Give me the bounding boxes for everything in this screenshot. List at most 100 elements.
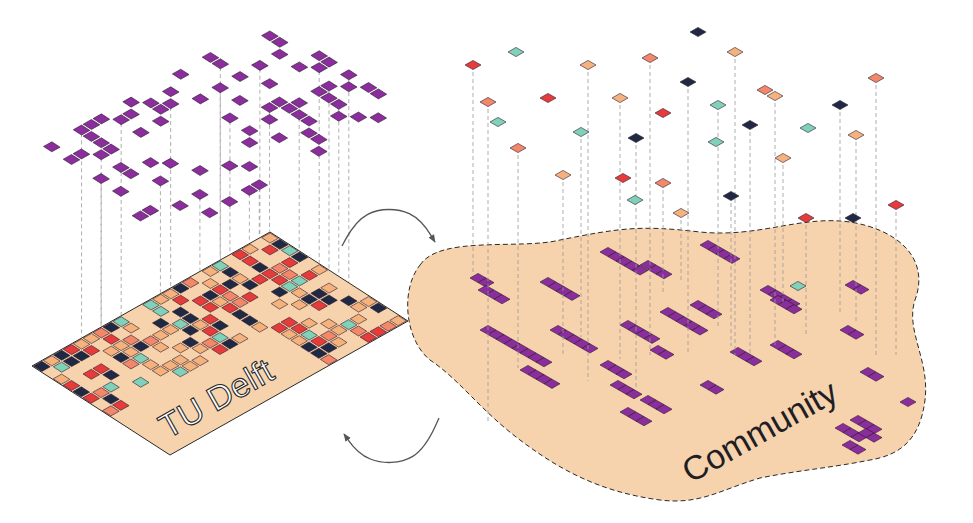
tile <box>655 178 671 187</box>
tile <box>786 305 802 314</box>
community-region: Community <box>403 212 933 504</box>
tile <box>172 295 189 305</box>
dashed-leader <box>750 132 751 355</box>
dashed-leader <box>170 107 171 287</box>
tile <box>642 53 658 62</box>
tile <box>757 85 773 94</box>
tile <box>73 149 90 159</box>
tile <box>494 295 510 304</box>
tile <box>724 254 740 263</box>
dashed-leader <box>735 59 736 355</box>
tile <box>708 137 724 146</box>
tile <box>555 170 571 179</box>
dashed-leader <box>160 184 161 292</box>
tile <box>252 60 269 70</box>
tile <box>480 97 496 106</box>
tile <box>261 114 278 124</box>
tile <box>162 99 179 109</box>
tile <box>692 326 708 335</box>
tu-delft-plane-outline <box>30 226 412 458</box>
tile <box>321 57 338 67</box>
tile <box>271 37 288 47</box>
tile <box>573 127 589 136</box>
dashed-leader <box>856 142 857 324</box>
tile <box>832 100 848 109</box>
tile <box>301 318 318 328</box>
dashed-leader <box>121 123 122 315</box>
tile <box>390 316 407 326</box>
tile <box>727 47 743 56</box>
tile <box>242 244 259 254</box>
dashed-leader <box>840 112 841 315</box>
dashed-leader <box>328 89 329 269</box>
tile <box>93 114 110 124</box>
dashed-leader <box>259 69 260 237</box>
tu-delft-plane: TU Delft <box>30 226 412 458</box>
shape-group <box>408 221 926 501</box>
tile <box>708 385 724 394</box>
tile <box>232 72 249 82</box>
dashed-leader <box>620 105 621 359</box>
tile <box>746 357 762 366</box>
tile <box>775 153 791 162</box>
tile <box>221 197 238 207</box>
tile <box>370 303 387 313</box>
dashed-leader <box>681 220 682 282</box>
dashed-leader <box>663 190 664 293</box>
tile <box>291 252 308 262</box>
tile <box>900 397 916 406</box>
tile <box>798 213 814 222</box>
tile <box>655 108 671 117</box>
dashed-leader <box>588 72 589 381</box>
tile <box>321 81 338 91</box>
tile <box>162 87 179 97</box>
tile <box>231 333 248 343</box>
dashed-leader <box>249 194 250 243</box>
tile <box>222 113 239 123</box>
tile <box>311 265 328 275</box>
tile <box>628 133 644 142</box>
tile <box>580 60 596 69</box>
dashed-leader <box>806 225 807 335</box>
tile <box>536 358 552 367</box>
tile <box>321 283 338 293</box>
tile <box>510 143 526 152</box>
tile <box>848 330 864 339</box>
dashed-leaders <box>82 59 896 423</box>
tile <box>123 97 140 107</box>
tile <box>172 201 189 211</box>
tile <box>241 126 258 136</box>
tile <box>133 127 150 137</box>
tile <box>767 91 783 100</box>
tile <box>680 77 696 86</box>
tile <box>644 334 660 343</box>
tile <box>271 133 288 143</box>
tile <box>232 95 249 105</box>
community-outline <box>408 221 926 501</box>
tile <box>636 417 652 426</box>
tile <box>291 62 308 72</box>
tile <box>540 93 556 102</box>
tile <box>370 89 387 99</box>
tile <box>626 390 642 399</box>
tile <box>710 100 726 109</box>
dashed-leader <box>518 155 519 368</box>
tile <box>83 345 100 355</box>
tile <box>656 405 672 414</box>
tile <box>582 344 598 353</box>
tile <box>615 173 631 182</box>
cycle-arrow <box>342 209 435 246</box>
dashed-leader <box>775 103 776 348</box>
tile <box>172 69 189 79</box>
dashed-leader <box>650 65 651 355</box>
tile <box>673 208 689 217</box>
tile <box>241 161 258 171</box>
tile <box>340 82 357 92</box>
tile <box>152 176 169 186</box>
tile <box>123 109 140 119</box>
dashed-leader <box>338 108 339 276</box>
tile <box>888 200 904 209</box>
tile <box>142 158 159 168</box>
tile <box>850 445 866 454</box>
